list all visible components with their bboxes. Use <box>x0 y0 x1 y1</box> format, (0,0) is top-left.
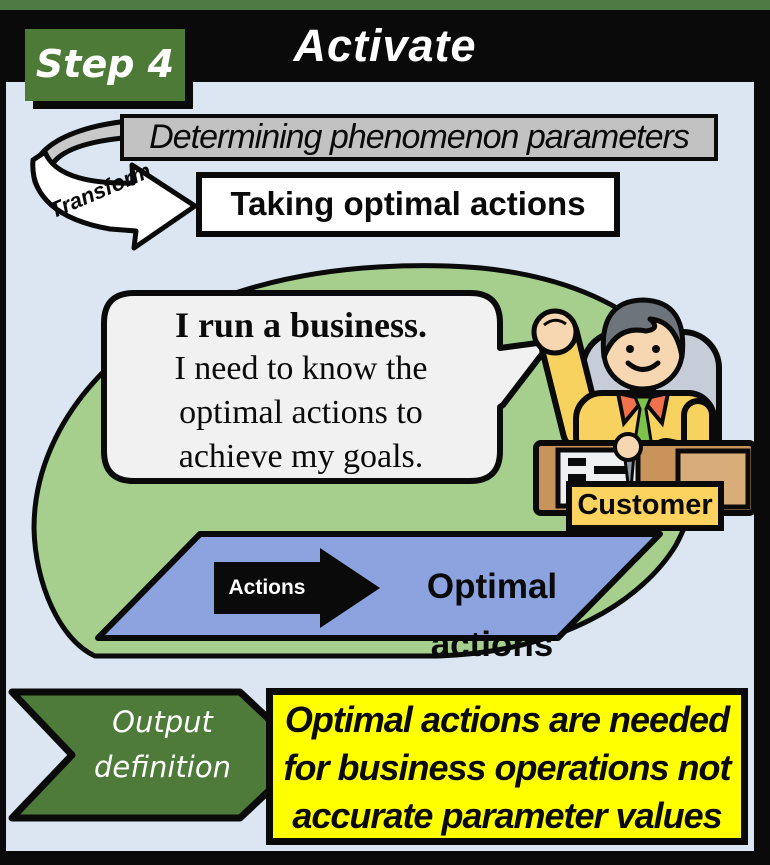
output-note-line: Optimal actions are needed <box>284 699 730 740</box>
output-note-line: accurate parameter values <box>292 795 722 836</box>
output-definition-line: definition <box>94 750 231 784</box>
output-definition-banner <box>8 688 311 822</box>
eye-right-icon <box>652 345 660 353</box>
speech-bubble-text: I run a business. I need to know the opt… <box>108 303 494 479</box>
actions-arrow-body <box>214 562 320 614</box>
speech-line: optimal actions to <box>179 394 423 431</box>
output-definition-label: Output definition <box>50 700 275 790</box>
actions-tag-label: Actions <box>228 576 306 599</box>
hair-icon <box>600 297 686 360</box>
step-badge: Step 4 <box>25 29 185 101</box>
slide-top-border <box>0 0 770 10</box>
hand-finger-line <box>543 318 567 327</box>
document-line <box>568 458 586 466</box>
speech-bubble <box>101 290 555 484</box>
document-line <box>594 466 630 474</box>
result-task-box: Taking optimal actions <box>196 172 620 237</box>
transform-ribbon-arrow <box>30 149 198 251</box>
slide-title: Activate <box>293 20 477 71</box>
output-note-line: for business operations not <box>283 747 731 788</box>
eye-left-icon <box>626 345 634 353</box>
speech-line: I need to know the <box>174 350 428 387</box>
actions-arrow-head <box>320 548 380 628</box>
customer-label: Customer <box>566 481 724 531</box>
hand-icon <box>531 308 579 356</box>
optimal-actions-label: Optimal actions <box>426 567 558 664</box>
writing-hand-icon <box>613 432 643 462</box>
speech-line: achieve my goals. <box>178 438 424 475</box>
speech-line: I run a business. <box>174 305 428 345</box>
output-definition-line: Output <box>112 705 213 739</box>
smile-icon <box>625 360 661 372</box>
source-task-box: Determining phenomenon parameters <box>120 114 718 161</box>
document-line <box>568 474 586 482</box>
output-note-box: Optimal actions are needed for business … <box>266 688 748 845</box>
